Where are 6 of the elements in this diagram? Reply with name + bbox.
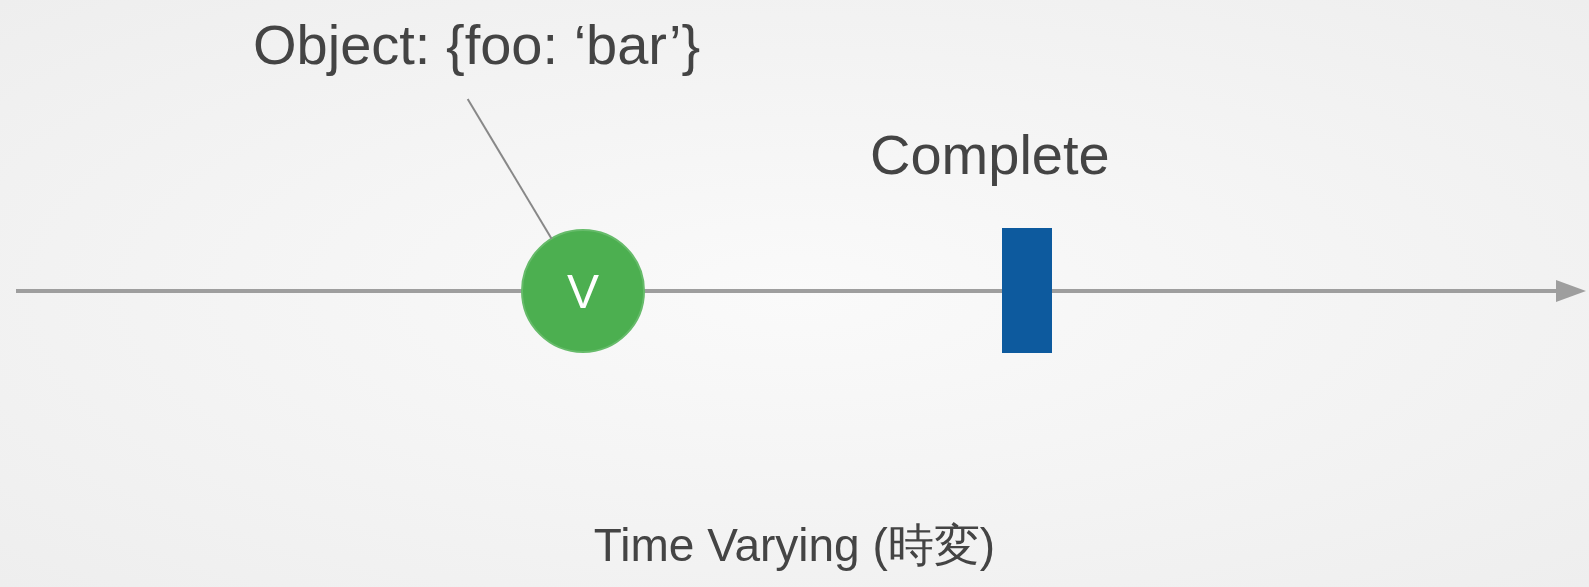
leader-line <box>466 98 553 240</box>
caption: Time Varying (時変) <box>593 519 996 571</box>
value-marble: V <box>521 229 645 353</box>
value-label: Object: {foo: ‘bar’} <box>253 12 701 77</box>
complete-label: Complete <box>870 122 1110 187</box>
complete-bar <box>1002 228 1052 353</box>
